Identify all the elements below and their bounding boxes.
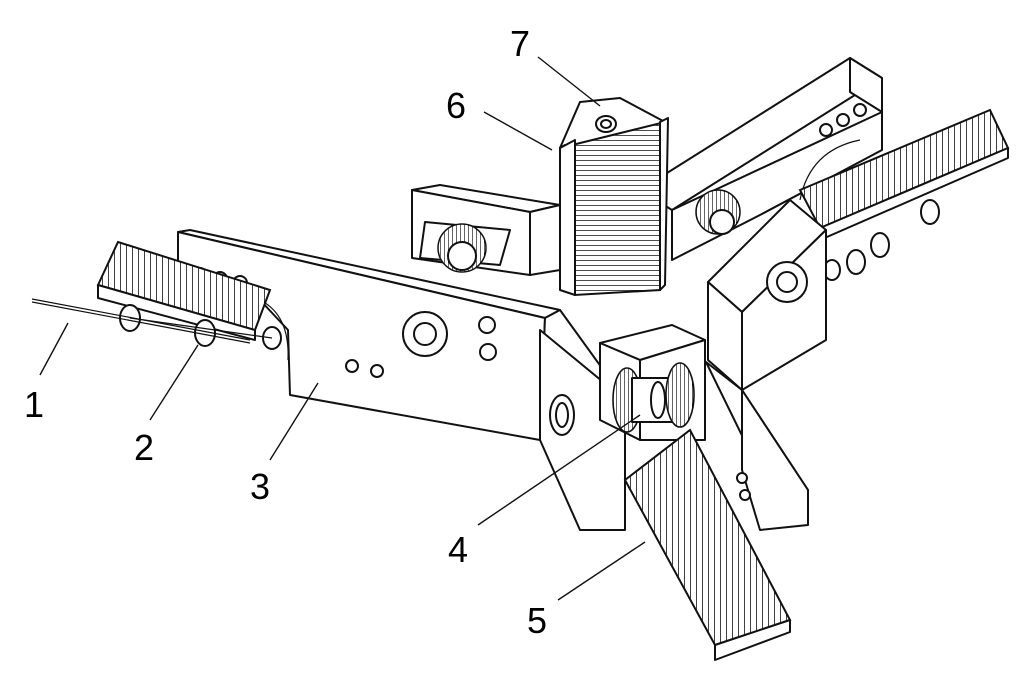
callout-2: 2	[134, 427, 154, 468]
right-lower-arm	[705, 361, 809, 531]
left-cable	[31, 298, 251, 344]
leader-1	[39, 322, 69, 376]
left-arm-end-cap	[539, 329, 626, 531]
leader-lines	[39, 56, 646, 601]
callout-5: 5	[527, 600, 547, 641]
lower-gear-pair	[612, 362, 695, 433]
callout-3: 3	[250, 466, 270, 507]
leader-5	[557, 541, 646, 601]
callouts: 1 2 3 4 5 6 7	[24, 23, 547, 641]
callout-6: 6	[446, 85, 466, 126]
leader-6	[483, 111, 553, 151]
callout-4: 4	[448, 529, 468, 570]
left-rack	[96, 240, 272, 341]
center-back-block	[411, 184, 561, 276]
leader-4	[477, 414, 641, 526]
rear-right-gear	[695, 189, 741, 235]
rear-right-rollers	[823, 199, 940, 281]
leader-3	[269, 382, 319, 461]
callout-1: 1	[24, 384, 44, 425]
right-arm-block	[707, 199, 827, 391]
lower-rack	[623, 428, 792, 661]
rear-right-rack	[798, 108, 1010, 241]
leader-7	[537, 56, 601, 107]
top-cap-7	[595, 115, 617, 133]
center-column	[558, 97, 669, 297]
callout-7: 7	[510, 23, 530, 64]
leader-2	[149, 344, 199, 421]
